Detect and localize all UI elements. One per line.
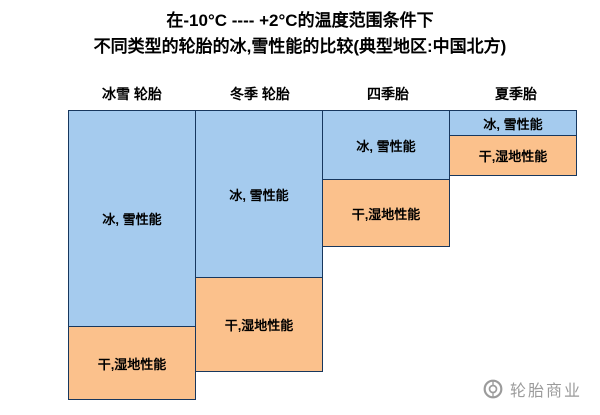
tire-logo-icon bbox=[483, 379, 503, 399]
bar-segment-ice-snow: 冰, 雪性能 bbox=[68, 110, 196, 327]
bar-segment-dry-wet: 干,湿地性能 bbox=[68, 326, 196, 400]
bar-column-all-season-tire: 冰, 雪性能 干,湿地性能 bbox=[322, 110, 450, 247]
bar-segment-ice-snow: 冰, 雪性能 bbox=[322, 110, 450, 180]
segment-label: 冰, 雪性能 bbox=[102, 212, 162, 227]
bar-column-summer-tire: 冰, 雪性能 干,湿地性能 bbox=[449, 110, 577, 176]
bar-segment-ice-snow: 冰, 雪性能 bbox=[449, 110, 577, 136]
bar-column-winter-tire: 冰, 雪性能 干,湿地性能 bbox=[195, 110, 323, 372]
bar-segment-dry-wet: 干,湿地性能 bbox=[322, 179, 450, 247]
bar-segment-dry-wet: 干,湿地性能 bbox=[195, 277, 323, 372]
column-header-all-season-tire: 四季胎 bbox=[367, 86, 409, 102]
segment-label: 干,湿地性能 bbox=[97, 356, 167, 372]
column-header-summer-tire: 夏季胎 bbox=[495, 86, 537, 102]
chart-title: 在-10°C ---- +2°C的温度范围条件下 不同类型的轮胎的冰,雪性能的比… bbox=[0, 8, 600, 60]
column-header-winter-tire: 冬季 轮胎 bbox=[230, 86, 290, 102]
segment-label: 干,湿地性能 bbox=[351, 206, 421, 222]
segment-label: 干,湿地性能 bbox=[478, 149, 548, 164]
segment-label: 干,湿地性能 bbox=[224, 318, 294, 333]
watermark-text: 轮胎商业 bbox=[509, 383, 582, 400]
column-headers-row: 冰雪 轮胎 冬季 轮胎 四季胎 夏季胎 bbox=[68, 84, 580, 104]
segment-label: 冰, 雪性能 bbox=[483, 116, 543, 132]
segment-label: 冰, 雪性能 bbox=[229, 187, 289, 203]
segment-label: 冰, 雪性能 bbox=[356, 138, 416, 154]
chart-title-line1: 在-10°C ---- +2°C的温度范围条件下 bbox=[166, 11, 434, 30]
watermark: 轮胎商业 bbox=[483, 377, 582, 401]
bar-segment-ice-snow: 冰, 雪性能 bbox=[195, 110, 323, 278]
plot-area: 冰, 雪性能 干,湿地性能 冰, 雪性能 干,湿地性能 冰, 雪性能 干,湿地性… bbox=[68, 110, 580, 406]
bar-column-ice-snow-tire: 冰, 雪性能 干,湿地性能 bbox=[68, 110, 196, 400]
column-header-ice-snow-tire: 冰雪 轮胎 bbox=[102, 86, 162, 102]
bar-segment-dry-wet: 干,湿地性能 bbox=[449, 135, 577, 176]
chart-title-line2: 不同类型的轮胎的冰,雪性能的比较(典型地区:中国北方) bbox=[93, 37, 507, 56]
